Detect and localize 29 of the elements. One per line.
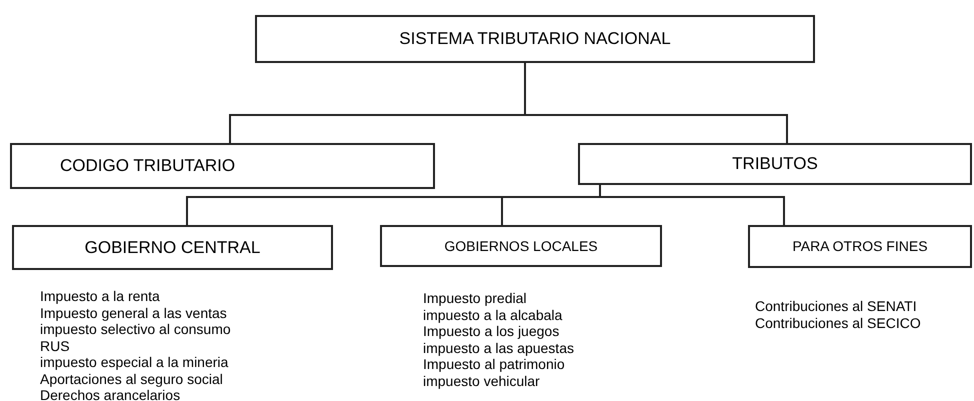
tax-item-text: RUS: [40, 338, 70, 354]
tax-item-text: impuesto selectivo al consumo: [40, 321, 231, 337]
tax-item-text: Impuesto a los juegos: [423, 323, 560, 339]
tax-item-text: Contribuciones al SENATI: [755, 298, 917, 314]
box-label: TRIBUTOS: [732, 153, 818, 176]
tax-item-text: impuesto vehicular: [423, 372, 540, 388]
category-box: [12, 225, 333, 270]
tax-item-text: Aportaciones al seguro social: [40, 370, 223, 386]
category-box: [748, 225, 972, 268]
tax-item-text: Impuesto predial: [423, 290, 527, 306]
connector-line: [599, 185, 785, 225]
tax-item-text: Impuesto general a las ventas: [40, 304, 227, 320]
category-box: [255, 15, 815, 63]
tax-item-text: Impuesto al patrimonio: [423, 356, 565, 372]
box-label: CODIGO TRIBUTARIO: [60, 155, 236, 178]
box-label: SISTEMA TRIBUTARIO NACIONAL: [399, 28, 671, 50]
category-box: [380, 225, 662, 267]
box-label: GOBIERNOS LOCALES: [444, 236, 598, 256]
connector-line: [524, 63, 788, 143]
tax-item-text: Impuesto a la renta: [40, 288, 160, 304]
tax-item-text: impuesto especial a la mineria: [40, 354, 228, 370]
tax-item-text: impuesto a las apuestas: [423, 340, 574, 356]
category-box: [578, 143, 972, 185]
category-box: [10, 143, 435, 189]
tax-item-text: impuesto a la alcabala: [423, 306, 562, 322]
tax-item-text: Contribuciones al SECICO: [755, 314, 921, 330]
box-label: PARA OTROS FINES: [792, 237, 928, 256]
tax-item-text: Derechos arancelarios: [40, 387, 180, 401]
box-label: GOBIERNO CENTRAL: [84, 236, 260, 259]
